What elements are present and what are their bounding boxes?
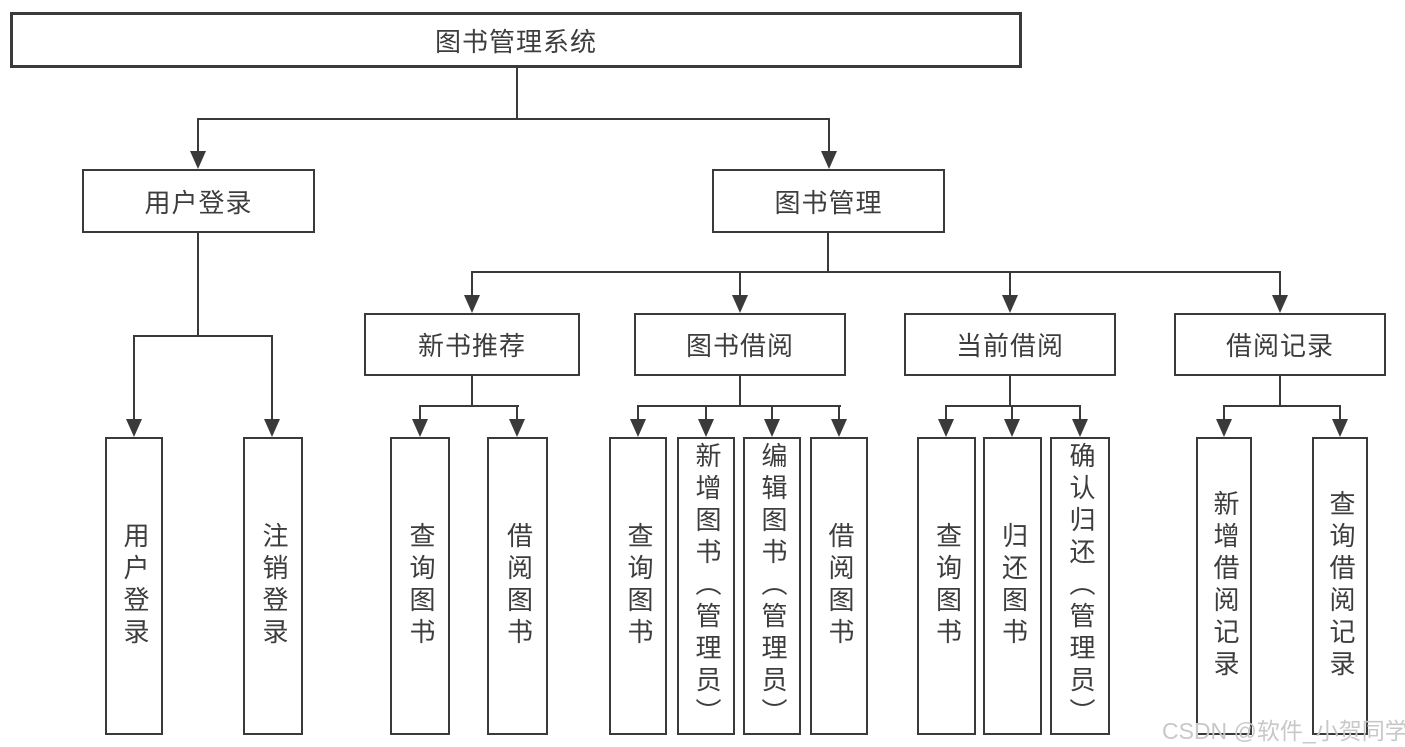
leaf-add-book-admin-label: 新增图书（管理员） xyxy=(691,442,722,730)
connector-line xyxy=(1279,271,1281,297)
connector-line xyxy=(838,405,840,421)
connector-line xyxy=(197,118,830,120)
arrow-down-icon xyxy=(732,295,748,313)
arrow-down-icon xyxy=(1216,419,1232,437)
connector-line xyxy=(739,376,741,407)
connector-line xyxy=(637,405,639,421)
arrow-down-icon xyxy=(264,419,280,437)
leaf-return-book: 归还图书 xyxy=(983,437,1042,735)
connector-line xyxy=(516,68,518,120)
node-book-management: 图书管理 xyxy=(712,169,945,233)
arrow-down-icon xyxy=(1332,419,1348,437)
leaf-add-borrow-record-label: 新增借阅记录 xyxy=(1209,490,1240,682)
connector-line xyxy=(1011,405,1013,421)
connector-line xyxy=(637,405,841,407)
connector-line xyxy=(945,405,947,421)
leaf-query-books-recommend-label: 查询图书 xyxy=(405,522,436,650)
leaf-borrow-books-recommend-label: 借阅图书 xyxy=(503,522,534,650)
arrow-down-icon xyxy=(1004,419,1020,437)
arrow-down-icon xyxy=(831,419,847,437)
connector-line xyxy=(133,335,135,420)
node-new-book-recommend: 新书推荐 xyxy=(364,313,580,376)
arrow-down-icon xyxy=(1002,295,1018,313)
connector-line xyxy=(739,271,741,297)
node-user-login: 用户登录 xyxy=(82,169,315,233)
leaf-borrow-books-label: 借阅图书 xyxy=(824,522,855,650)
leaf-query-books-current: 查询图书 xyxy=(917,437,976,735)
leaf-logout: 注销登录 xyxy=(243,437,303,735)
leaf-edit-book-admin: 编辑图书（管理员） xyxy=(743,437,801,735)
node-borrow-records: 借阅记录 xyxy=(1174,313,1386,376)
arrow-down-icon xyxy=(764,419,780,437)
connector-line xyxy=(827,233,829,273)
node-new-book-recommend-label: 新书推荐 xyxy=(417,331,526,361)
arrow-down-icon xyxy=(126,419,142,437)
leaf-return-book-label: 归还图书 xyxy=(998,522,1029,650)
connector-line xyxy=(1009,376,1011,407)
node-current-borrow: 当前借阅 xyxy=(904,313,1116,376)
leaf-logout-label: 注销登录 xyxy=(258,522,289,650)
node-root: 图书管理系统 xyxy=(10,12,1022,68)
leaf-query-books-borrow: 查询图书 xyxy=(609,437,667,735)
connector-line xyxy=(1223,405,1225,421)
connector-line xyxy=(771,405,773,421)
connector-line xyxy=(705,405,707,421)
connector-line xyxy=(133,335,273,337)
watermark: CSDN @软件_小贺同学 xyxy=(1162,718,1405,744)
arrow-down-icon xyxy=(821,151,837,169)
connector-line xyxy=(1339,405,1341,421)
node-book-borrow: 图书借阅 xyxy=(634,313,846,376)
arrow-down-icon xyxy=(698,419,714,437)
arrow-down-icon xyxy=(1272,295,1288,313)
leaf-borrow-books: 借阅图书 xyxy=(810,437,868,735)
arrow-down-icon xyxy=(630,419,646,437)
node-user-login-label: 用户登录 xyxy=(144,187,253,218)
connector-line xyxy=(1009,271,1011,297)
connector-line xyxy=(1279,376,1281,407)
connector-line xyxy=(1079,405,1081,421)
leaf-query-books-recommend: 查询图书 xyxy=(390,437,450,735)
arrow-down-icon xyxy=(412,419,428,437)
leaf-confirm-return-admin: 确认归还（管理员） xyxy=(1050,437,1110,735)
connector-line xyxy=(419,405,421,421)
connector-line xyxy=(471,271,1281,273)
node-current-borrow-label: 当前借阅 xyxy=(955,331,1064,361)
leaf-add-book-admin: 新增图书（管理员） xyxy=(677,437,735,735)
leaf-user-login: 用户登录 xyxy=(105,437,163,735)
node-book-management-label: 图书管理 xyxy=(774,187,883,218)
connector-line xyxy=(1223,405,1341,407)
node-book-borrow-label: 图书借阅 xyxy=(685,331,794,361)
connector-line xyxy=(945,405,1081,407)
arrow-down-icon xyxy=(938,419,954,437)
leaf-add-borrow-record: 新增借阅记录 xyxy=(1196,437,1252,735)
leaf-user-login-label: 用户登录 xyxy=(119,522,150,650)
arrow-down-icon xyxy=(190,151,206,169)
leaf-borrow-books-recommend: 借阅图书 xyxy=(487,437,548,735)
connector-line xyxy=(419,405,519,407)
arrow-down-icon xyxy=(464,295,480,313)
leaf-query-books-borrow-label: 查询图书 xyxy=(623,522,654,650)
arrow-down-icon xyxy=(1072,419,1088,437)
leaf-query-borrow-record-label: 查询借阅记录 xyxy=(1325,490,1356,682)
arrow-down-icon xyxy=(509,419,525,437)
connector-line xyxy=(471,271,473,297)
connector-line xyxy=(471,376,473,407)
node-borrow-records-label: 借阅记录 xyxy=(1225,331,1334,361)
connector-line xyxy=(197,118,199,152)
connector-line xyxy=(271,335,273,420)
leaf-confirm-return-admin-label: 确认归还（管理员） xyxy=(1065,442,1096,730)
leaf-query-borrow-record: 查询借阅记录 xyxy=(1312,437,1368,735)
connector-line xyxy=(516,405,518,421)
node-root-label: 图书管理系统 xyxy=(434,26,597,57)
leaf-edit-book-admin-label: 编辑图书（管理员） xyxy=(757,442,788,730)
connector-line xyxy=(197,233,199,337)
leaf-query-books-current-label: 查询图书 xyxy=(932,522,963,650)
connector-line xyxy=(828,118,830,152)
